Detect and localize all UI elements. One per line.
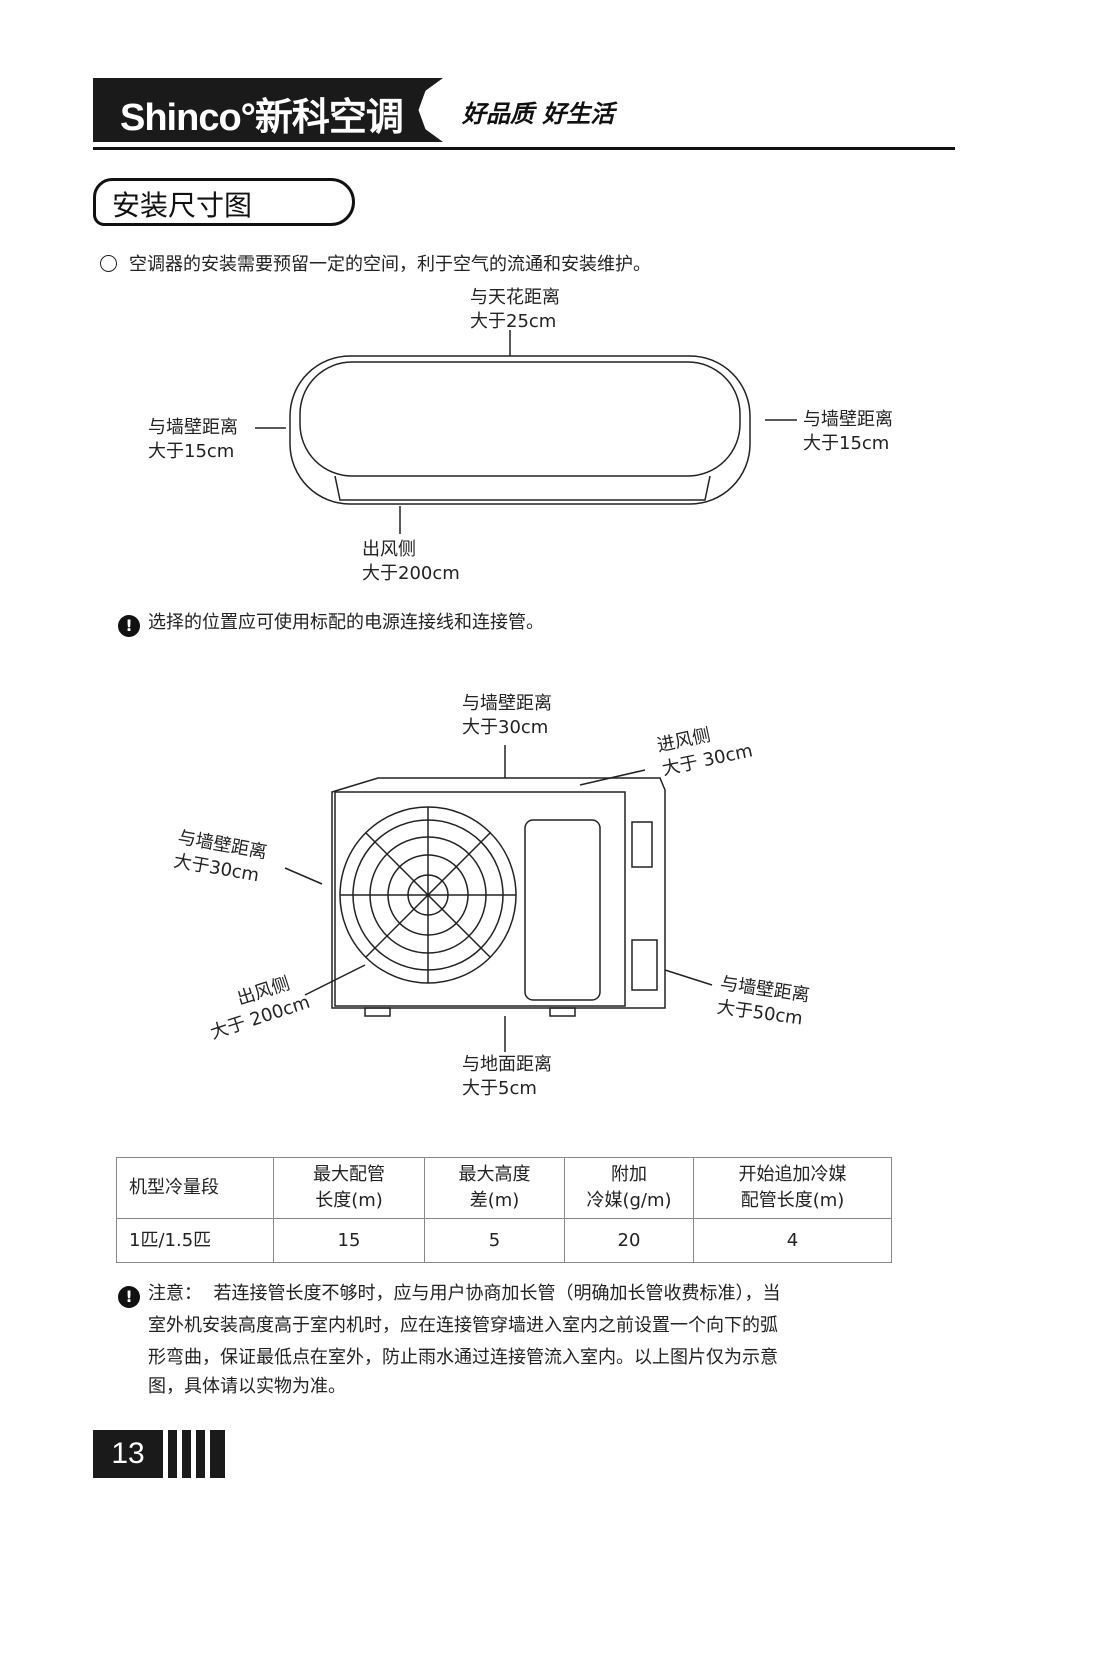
outdoor-ground-value: 大于5cm	[462, 1078, 537, 1099]
outdoor-top-title: 与墙壁距离	[462, 693, 552, 714]
indoor-left-clearance: 与墙壁距离大于15cm	[148, 416, 238, 464]
outdoor-top-clearance: 与墙壁距离大于30cm	[462, 692, 552, 740]
brand-logo: Shinco°新科空调	[120, 97, 404, 139]
note-line: 若连接管长度不够时，应与用户协商加长管（明确加长管收费标准），当	[213, 1283, 781, 1304]
header-charge-start-length: 开始追加冷媒配管长度(m)	[693, 1157, 892, 1219]
table-row: 1匹/1.5匹 15 5 20 4	[116, 1218, 892, 1263]
indoor-top-value: 大于25cm	[470, 311, 557, 332]
note-line: 图，具体请以实物为准。	[148, 1376, 346, 1397]
note-block: ! 注意： 若连接管长度不够时，应与用户协商加长管（明确加长管收费标准），当 室外…	[118, 1278, 780, 1400]
page-number: 13	[93, 1430, 163, 1478]
header-line: 长度(m)	[315, 1190, 383, 1211]
warning-cable: ! 选择的位置应可使用标配的电源连接线和连接管。	[118, 608, 544, 637]
page-decor-bar	[196, 1430, 205, 1478]
section-title: 安装尺寸图	[112, 189, 253, 222]
note-label: 注意：	[148, 1283, 202, 1304]
cell-extra-refrigerant: 20	[564, 1218, 694, 1263]
header-line: 差(m)	[469, 1190, 520, 1211]
indoor-top-title: 与天花距离	[470, 287, 560, 308]
cell-max-pipe: 15	[273, 1218, 425, 1263]
header-max-pipe: 最大配管长度(m)	[273, 1157, 425, 1219]
header-rule	[93, 147, 955, 150]
intro-label: 空调器的安装需要预留一定的空间，利于空气的流通和安装维护。	[129, 254, 651, 275]
indoor-outlet-clearance: 出风侧大于200cm	[362, 538, 460, 586]
brand-banner	[93, 78, 443, 142]
cell-max-height: 5	[424, 1218, 565, 1263]
header-line: 附加	[611, 1164, 647, 1185]
page-decor-bar	[210, 1430, 225, 1478]
indoor-right-clearance: 与墙壁距离大于15cm	[803, 408, 893, 456]
header-line: 最大配管	[313, 1164, 385, 1185]
warning-cable-text: 选择的位置应可使用标配的电源连接线和连接管。	[148, 612, 544, 633]
header-line: 配管长度(m)	[740, 1190, 845, 1211]
note-line: 室外机安装高度高于室内机时，应在连接管穿墙进入室内之前设置一个向下的弧	[148, 1315, 778, 1336]
intro-text: 空调器的安装需要预留一定的空间，利于空气的流通和安装维护。	[100, 250, 651, 276]
table-header-row: 机型冷量段 最大配管长度(m) 最大高度差(m) 附加冷媒(g/m) 开始追加冷…	[116, 1157, 892, 1219]
circle-bullet-icon	[100, 255, 117, 272]
exclamation-icon: !	[118, 1286, 140, 1308]
outdoor-ground-clearance: 与地面距离大于5cm	[462, 1053, 552, 1101]
indoor-unit-illustration	[255, 330, 797, 534]
cell-model: 1匹/1.5匹	[116, 1218, 274, 1263]
outdoor-ground-title: 与地面距离	[462, 1054, 552, 1075]
indoor-top-clearance: 与天花距离大于25cm	[470, 286, 560, 334]
header-line: 开始追加冷媒	[738, 1164, 847, 1185]
indoor-left-value: 大于15cm	[148, 441, 235, 462]
section-title-frame	[93, 178, 355, 226]
piping-spec-table: 机型冷量段 最大配管长度(m) 最大高度差(m) 附加冷媒(g/m) 开始追加冷…	[116, 1157, 892, 1263]
header-line: 最大高度	[458, 1164, 531, 1185]
outdoor-top-value: 大于30cm	[462, 717, 549, 738]
indoor-right-value: 大于15cm	[803, 433, 890, 454]
exclamation-icon: !	[118, 615, 140, 637]
header-extra-refrigerant: 附加冷媒(g/m)	[564, 1157, 694, 1219]
outdoor-unit-illustration	[284, 745, 713, 1052]
cell-charge-start-length: 4	[693, 1218, 892, 1263]
page-decor-bar	[168, 1430, 177, 1478]
indoor-outlet-title: 出风侧	[362, 539, 416, 560]
indoor-outlet-value: 大于200cm	[362, 563, 460, 584]
note-line: 形弯曲，保证最低点在室外，防止雨水通过连接管流入室内。以上图片仅为示意	[148, 1347, 778, 1368]
indoor-right-title: 与墙壁距离	[803, 409, 893, 430]
indoor-left-title: 与墙壁距离	[148, 417, 238, 438]
header-line: 冷媒(g/m)	[586, 1190, 672, 1211]
header-max-height: 最大高度差(m)	[424, 1157, 565, 1219]
slogan: 好品质 好生活	[462, 99, 615, 128]
header-model: 机型冷量段	[116, 1157, 274, 1219]
page-decor-bar	[182, 1430, 191, 1478]
